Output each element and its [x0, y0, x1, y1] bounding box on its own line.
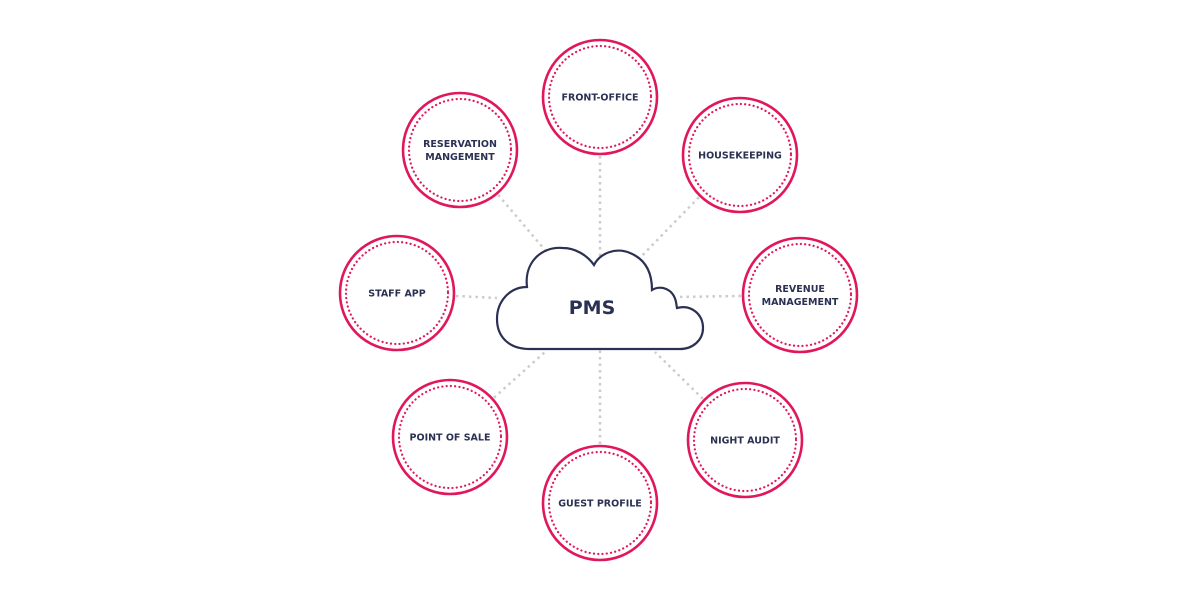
connector-housekeeping	[631, 196, 700, 267]
node-label: RESERVATION	[423, 139, 497, 150]
node-dotted-ring	[747, 242, 853, 348]
node-revenue-management: REVENUE MANAGEMENT	[741, 236, 859, 354]
node-ring	[541, 38, 659, 156]
node-label: STAFF APP	[368, 289, 426, 300]
connector-staff-app	[455, 294, 498, 300]
node-ring	[686, 381, 804, 499]
node-ring	[741, 236, 859, 354]
connector-reservation-management	[497, 194, 546, 251]
node-dotted-ring	[397, 384, 503, 490]
node-ring	[401, 91, 519, 209]
node-label: POINT OF SALE	[410, 433, 491, 444]
node-guest-profile: GUEST PROFILE	[541, 444, 659, 562]
pms-label: PMS	[569, 297, 616, 319]
node-housekeeping: HOUSEKEEPING	[681, 96, 799, 214]
node-label: FRONT-OFFICE	[562, 93, 639, 104]
node-label: GUEST PROFILE	[558, 499, 642, 510]
node-label: MANGEMENT	[425, 152, 495, 163]
connector-point-of-sale	[493, 351, 546, 399]
connector-revenue-management	[675, 294, 742, 299]
node-night-audit: NIGHT AUDIT	[686, 381, 804, 499]
node-ring	[541, 444, 659, 562]
node-dotted-ring	[547, 44, 653, 150]
node-dotted-ring	[344, 240, 450, 346]
cloud-icon	[495, 246, 705, 351]
node-dotted-ring	[547, 450, 653, 556]
node-label: MANAGEMENT	[762, 297, 839, 308]
node-dotted-ring	[687, 102, 793, 208]
node-ring	[681, 96, 799, 214]
node-dotted-ring	[692, 387, 798, 493]
nodes: FRONT-OFFICE HOUSEKEEPING REVENUE MANAGEMEN…	[338, 38, 859, 562]
node-front-office: FRONT-OFFICE	[541, 38, 659, 156]
connectors	[455, 156, 742, 444]
node-dotted-ring	[407, 97, 513, 203]
node-staff-app: STAFF APP	[338, 234, 456, 352]
node-label: HOUSEKEEPING	[698, 151, 782, 162]
node-ring	[391, 378, 509, 496]
node-ring	[338, 234, 456, 352]
connector-night-audit	[654, 351, 704, 400]
node-reservation-management: RESERVATION MANGEMENT	[401, 91, 519, 209]
node-label: NIGHT AUDIT	[710, 436, 780, 447]
node-point-of-sale: POINT OF SALE	[391, 378, 509, 496]
node-label: REVENUE	[775, 284, 825, 295]
pms-cloud: PMS	[495, 246, 705, 351]
